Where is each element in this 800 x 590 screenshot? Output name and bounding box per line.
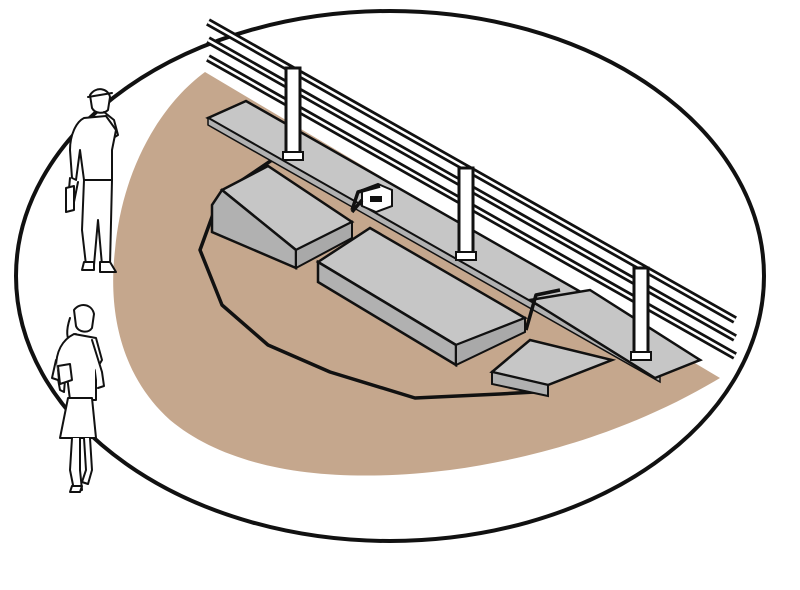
junction-box-icon — [350, 182, 393, 214]
concrete-slab-2 — [315, 226, 528, 368]
cable-hook-2 — [350, 184, 381, 211]
cable-hook — [524, 288, 561, 331]
person-phone-icon — [65, 88, 119, 273]
railing-post-3 — [630, 266, 652, 361]
railing-post-2 — [455, 166, 477, 261]
concrete-slab-1 — [210, 164, 355, 270]
concrete-slab-4 — [526, 288, 703, 380]
railing-post-1 — [282, 66, 304, 161]
person-walking-icon — [51, 304, 105, 493]
concrete-slab-3 — [489, 338, 617, 398]
